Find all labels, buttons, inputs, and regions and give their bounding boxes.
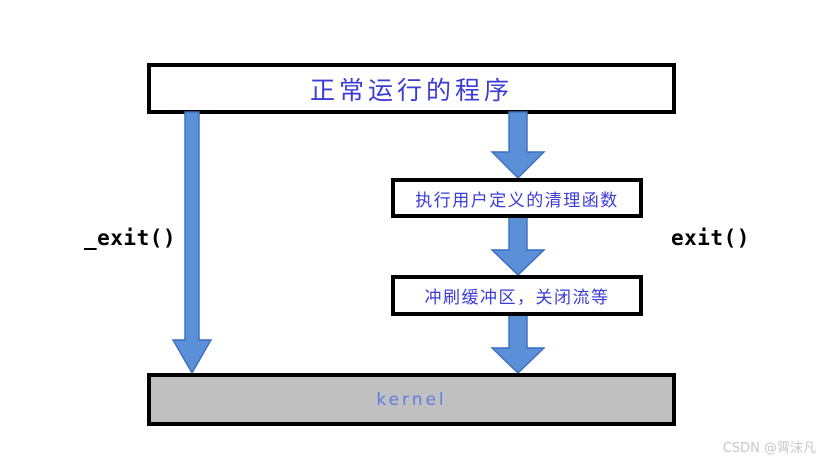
node-flush: 冲刷缓冲区，关闭流等	[391, 275, 643, 316]
node-kernel: kernel	[147, 373, 676, 426]
node-program: 正常运行的程序	[147, 63, 676, 114]
csdn-watermark: CSDN @霄沫凡	[722, 441, 816, 456]
node-cleanup-label: 执行用户定义的清理函数	[415, 190, 619, 211]
label-exit-call: exit()	[671, 226, 750, 250]
arrow-program-to-kernel-direct	[171, 111, 213, 375]
node-kernel-label: kernel	[376, 389, 447, 410]
arrow-flush-to-kernel	[490, 314, 546, 374]
node-flush-label: 冲刷缓冲区，关闭流等	[424, 288, 610, 308]
node-cleanup: 执行用户定义的清理函数	[391, 178, 643, 218]
arrow-cleanup-to-flush	[490, 216, 546, 276]
arrow-program-to-cleanup	[490, 111, 546, 179]
label-underscore-exit-call: _exit()	[84, 226, 177, 250]
node-program-label: 正常运行的程序	[309, 75, 513, 105]
